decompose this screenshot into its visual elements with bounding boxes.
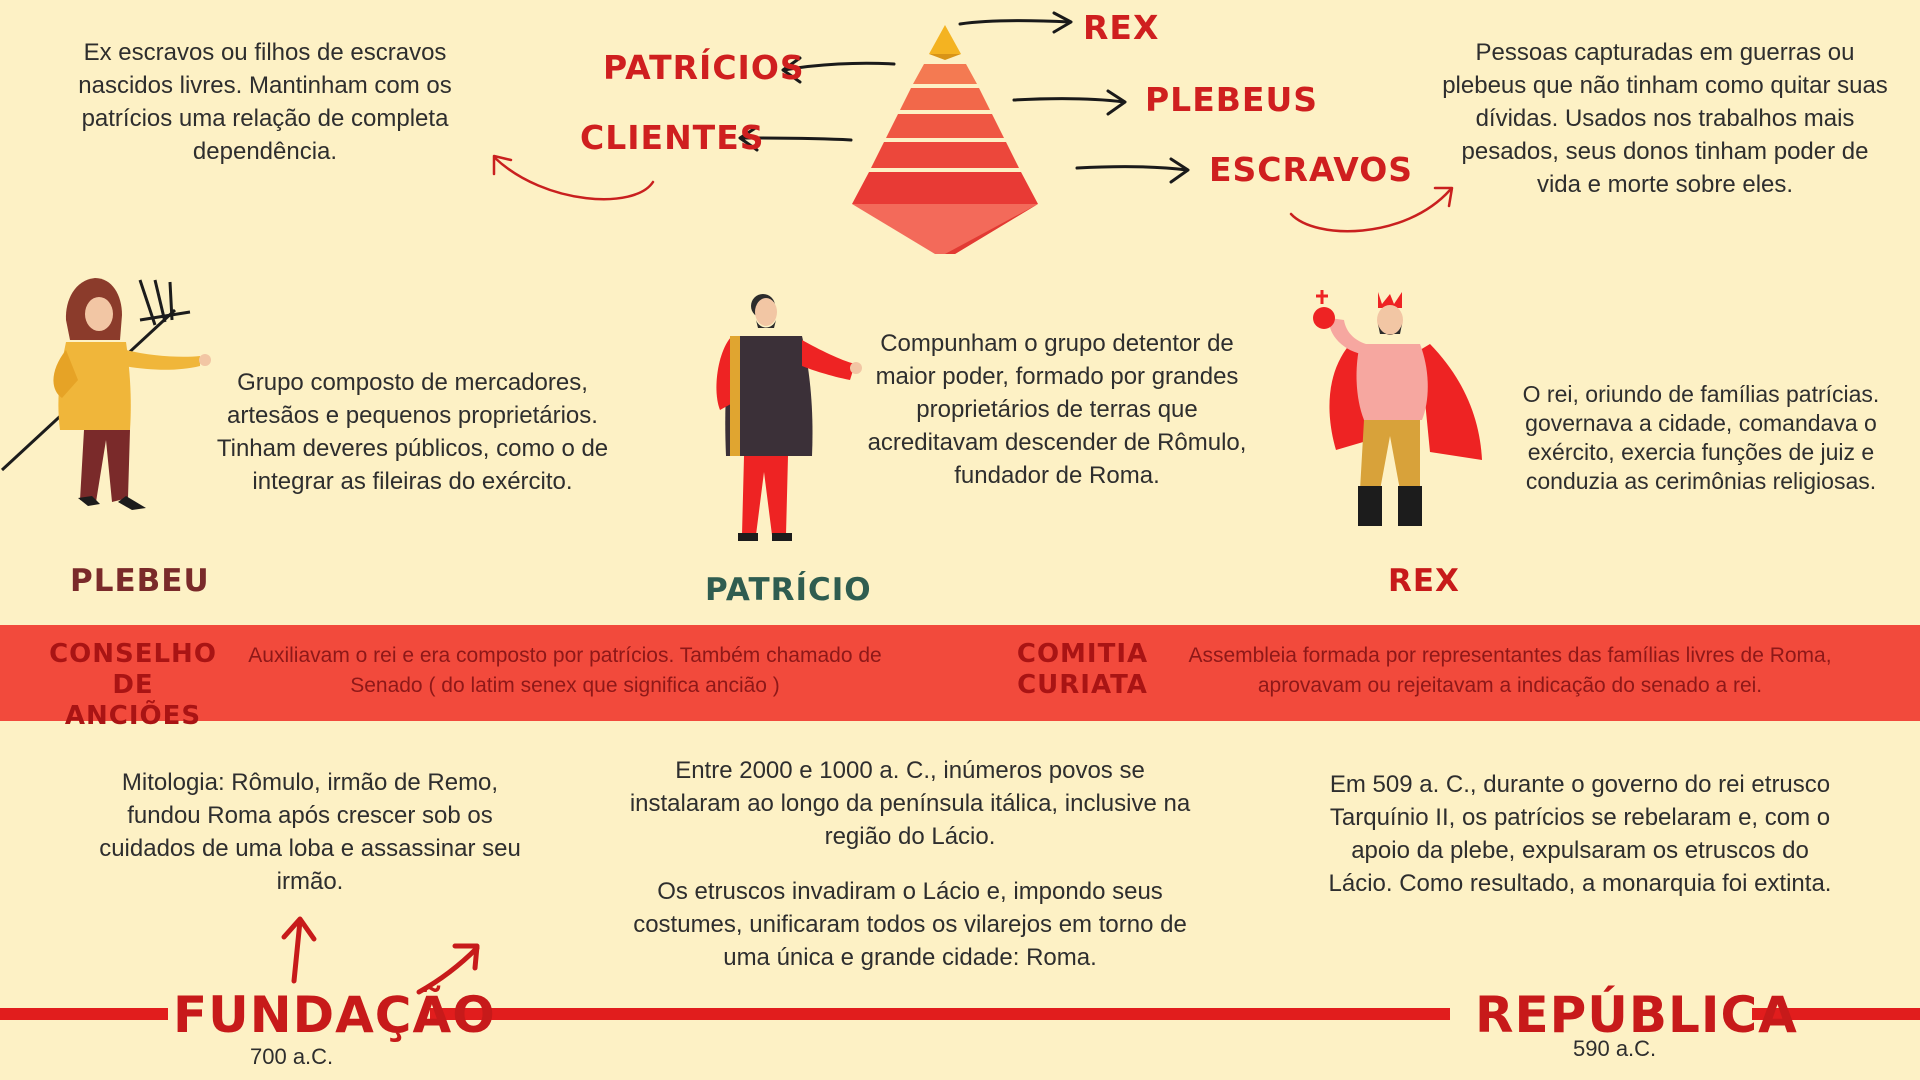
povos-text: Entre 2000 e 1000 a. C., inúmeros povos …	[629, 757, 1191, 850]
plebeu-illustration	[0, 278, 211, 510]
social-pyramid	[852, 25, 1038, 254]
timeline-line-right	[1752, 1008, 1920, 1020]
fundacao-title: FUNDAÇÃO	[173, 986, 496, 1044]
conselho-title-line1: CONSELHO	[49, 639, 217, 669]
conselho-title-line2: DE ANCIÕES	[64, 670, 202, 731]
plebeu-description: Grupo composto de mercadores, artesãos e…	[216, 369, 609, 495]
mitologia-text: Mitologia: Rômulo, irmão de Remo, fundou…	[99, 769, 521, 895]
timeline-line-middle	[430, 1008, 1450, 1020]
label-plebeus: PLEBEUS	[1145, 80, 1319, 119]
etruscos-text: Os etruscos invadiram o Lácio e, impondo…	[633, 878, 1187, 971]
arrow-diagonal-icon	[416, 943, 480, 995]
comitia-title-line1: COMITIA	[1016, 639, 1149, 669]
clientes-description: Ex escravos ou filhos de escravos nascid…	[78, 39, 452, 165]
label-clientes: CLIENTES	[580, 118, 765, 157]
rex-label: REX	[1388, 563, 1460, 599]
label-escravos: ESCRAVOS	[1209, 150, 1414, 189]
arrow-clientes-icon	[738, 125, 853, 152]
comitia-title-line2: CURIATA	[1017, 670, 1148, 700]
escravos-description: Pessoas capturadas em guerras ou plebeus…	[1442, 39, 1888, 198]
patricio-description: Compunham o grupo detentor de maior pode…	[867, 330, 1247, 489]
conselho-description: Auxiliavam o rei e era composto por patr…	[248, 644, 882, 697]
arrow-patricios-icon	[781, 56, 896, 84]
label-patricios: PATRÍCIOS	[603, 48, 805, 87]
plebeu-label: PLEBEU	[70, 563, 210, 599]
rex-illustration	[1313, 290, 1482, 526]
republica-date: 590 a.C.	[1573, 1036, 1657, 1061]
comitia-description: Assembleia formada por representantes da…	[1188, 644, 1832, 697]
institutions-band: CONSELHO DE ANCIÕES Auxiliavam o rei e e…	[0, 625, 1920, 731]
republica-title: REPÚBLICA	[1475, 986, 1798, 1044]
curved-arrow-clientes-icon	[492, 154, 655, 201]
republica-text: Em 509 a. C., durante o governo do rei e…	[1328, 771, 1832, 897]
curved-arrow-escravos-icon	[1289, 186, 1454, 233]
rex-description: O rei, oriundo de famílias patrícias. go…	[1522, 381, 1880, 494]
arrow-rex-icon	[958, 11, 1073, 34]
patricio-illustration	[716, 294, 862, 541]
patricio-label: PATRÍCIO	[705, 572, 872, 608]
conselho-title: CONSELHO DE ANCIÕES	[48, 639, 218, 732]
arrow-up-icon	[281, 916, 317, 984]
comitia-title: COMITIA CURIATA	[1010, 639, 1155, 701]
label-rex: REX	[1083, 8, 1160, 47]
arrow-escravos-icon	[1075, 157, 1190, 184]
timeline-line-left	[0, 1008, 168, 1020]
fundacao-date: 700 a.C.	[250, 1044, 334, 1069]
arrow-plebeus-icon	[1012, 89, 1127, 116]
